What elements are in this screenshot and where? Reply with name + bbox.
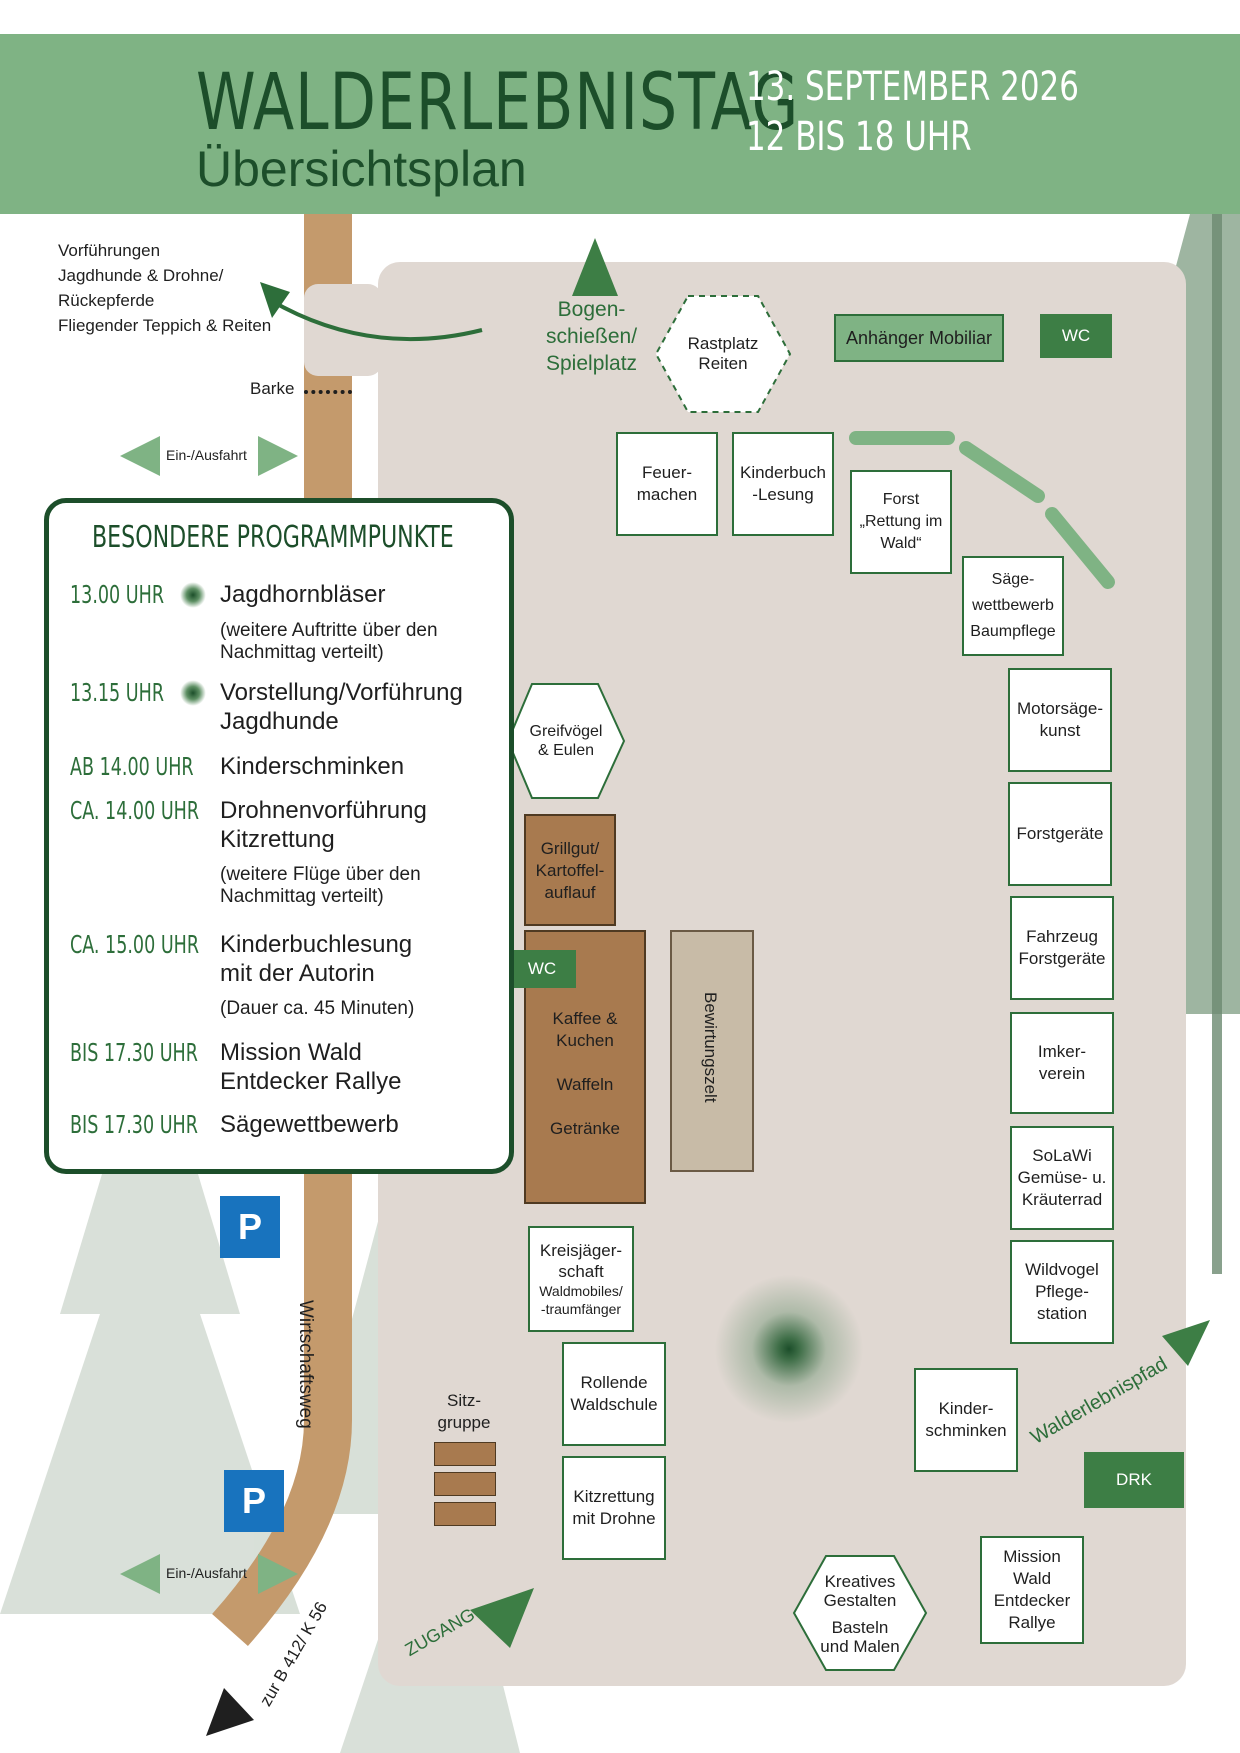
drk-station: DRK — [1084, 1452, 1184, 1508]
event-title: WALDERLEBNISTAG — [196, 58, 800, 148]
header-banner — [0, 34, 1240, 214]
program-panel — [44, 498, 514, 1174]
face-paint-station: Kinder-schminken — [914, 1368, 1018, 1472]
program-item-6b: Entdecker Rallye — [220, 1068, 402, 1095]
program-item-1: Jagdhornbläser — [220, 581, 386, 608]
wc-top: WC — [1040, 314, 1112, 358]
bench-3 — [434, 1502, 496, 1526]
demo-text: Vorführungen Jagdhunde & Drohne/ Rückepf… — [58, 241, 272, 335]
event-subtitle: Übersichtsplan — [196, 141, 527, 197]
rest-area-hexagon — [654, 295, 792, 413]
program-item-3: Kinderschminken — [220, 753, 405, 780]
hunters-station: Kreisjäger-schaft Waldmobiles/ -traumfän… — [528, 1226, 634, 1332]
program-time-5: CA. 15.00 UHR — [70, 930, 200, 959]
entry-exit-arrow-bottom — [120, 1554, 298, 1594]
program-note-1b: Nachmittag verteilt) — [220, 642, 384, 663]
trail-arrow — [1162, 1320, 1210, 1366]
event-hours: 12 BIS 18 UHR — [746, 114, 972, 160]
tent-label: Bewirtungszelt — [701, 992, 720, 1103]
parking-sign-bottom: P — [224, 1470, 284, 1532]
program-time-7: BIS 17.30 UHR — [70, 1110, 198, 1139]
grill-stand: Grillgut/Kartoffel-auflauf — [524, 814, 616, 926]
road-curve — [212, 1160, 352, 1646]
tent — [670, 930, 754, 1172]
entry-exit-arrow-top — [120, 436, 298, 476]
chainsaw-art-station: Motorsäge-kunst — [1008, 668, 1112, 772]
program-dot-2 — [180, 680, 206, 706]
program-note-4b: Nachmittag verteilt) — [220, 886, 384, 907]
event-date: 13. SEPTEMBER 2026 — [746, 64, 1079, 110]
wc-middle: WC — [508, 950, 576, 988]
event-date-time: 13. SEPTEMBER 2026 12 BIS 18 UHR — [746, 62, 1079, 162]
barke-barrier — [304, 390, 352, 394]
center-marker — [714, 1274, 864, 1424]
program-time-4: CA. 14.00 UHR — [70, 796, 200, 825]
program-time-2: 13.15 UHR — [70, 678, 165, 707]
demo-path-arrow — [260, 282, 483, 342]
creative-hexagon — [792, 1555, 928, 1671]
cafe-stand: Kaffee &Kuchen Waffeln Getränke — [524, 930, 646, 1204]
fire-station: Feuer-machen — [616, 432, 718, 536]
beekeepers-station: Imker-verein — [1010, 1012, 1114, 1114]
forest-equipment-station: Forstgeräte — [1008, 782, 1112, 886]
program-title: BESONDERE PROGRAMMPUNKTE — [92, 520, 454, 555]
program-item-5a: Kinderbuchlesung — [220, 931, 413, 958]
seating-label: Sitz-gruppe — [437, 1391, 491, 1432]
archery-arrow — [572, 238, 618, 296]
program-time-6: BIS 17.30 UHR — [70, 1038, 198, 1067]
program-dot-1 — [180, 582, 206, 608]
book-reading-station: Kinderbuch-Lesung — [732, 432, 834, 536]
program-item-2a: Vorstellung/Vorführung — [220, 679, 463, 706]
bench-2 — [434, 1472, 496, 1496]
raptors-label: Greifvögel& Eulen — [529, 723, 603, 759]
access-arrow — [470, 1588, 534, 1648]
program-item-6a: Mission Wald — [220, 1039, 362, 1066]
program-time-3: AB 14.00 UHR — [70, 752, 194, 781]
parking-sign-top: P — [220, 1196, 280, 1258]
program-item-4b: Kitzrettung — [220, 826, 335, 853]
program-item-7: Sägewettbewerb — [220, 1111, 399, 1138]
program-item-2b: Jagdhunde — [220, 708, 339, 735]
green-track — [849, 431, 1115, 589]
program-item-4a: Drohnenvorführung — [220, 797, 427, 824]
bench-1 — [434, 1442, 496, 1466]
road-direction-arrow — [206, 1688, 254, 1736]
entry-exit-label-bottom: Ein-/Ausfahrt — [166, 1565, 247, 1581]
program-item-5b: mit der Autorin — [220, 960, 375, 987]
program-note-5: (Dauer ca. 45 Minuten) — [220, 998, 415, 1019]
rest-area-label: Rastplatz Reiten — [687, 334, 759, 373]
program-note-1a: (weitere Auftritte über den — [220, 620, 438, 641]
program-note-4a: (weitere Flüge über den — [220, 864, 421, 885]
archery-label: Bogen- schießen/ Spielplatz — [546, 298, 638, 375]
trailer-box: Anhänger Mobiliar — [834, 314, 1004, 362]
entry-exit-label-top: Ein-/Ausfahrt — [166, 447, 247, 463]
road-label: Wirtschaftsweg — [295, 1300, 316, 1429]
barke-label: Barke — [250, 379, 295, 398]
program-time-1: 13.00 UHR — [70, 580, 165, 609]
